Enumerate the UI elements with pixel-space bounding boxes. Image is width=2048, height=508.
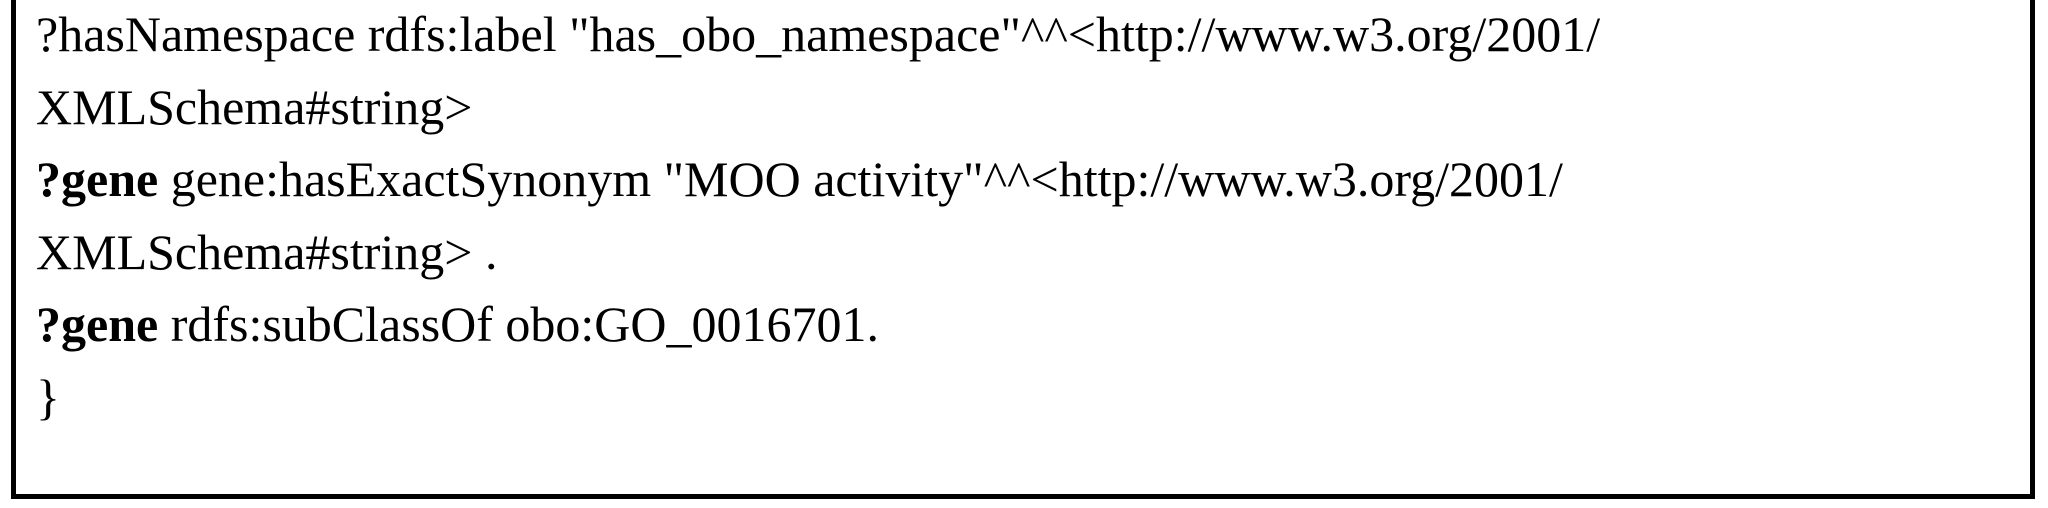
query-text: XMLSchema#string> .	[36, 223, 498, 280]
query-line: ?hasNamespace rdfs:label "has_obo_namesp…	[36, 0, 1600, 71]
query-line: }	[36, 361, 1600, 434]
query-text: XMLSchema#string>	[36, 78, 473, 135]
query-line: ?gene gene:hasExactSynonym "MOO activity…	[36, 143, 1600, 216]
query-text: ?hasNamespace rdfs:label "has_obo_namesp…	[36, 6, 1601, 62]
query-text: }	[36, 368, 60, 425]
query-text: rdfs:subClassOf obo:GO_0016701.	[158, 296, 880, 352]
query-variable: ?gene	[36, 296, 159, 352]
query-line: XMLSchema#string> .	[36, 216, 1600, 289]
query-line: XMLSchema#string>	[36, 71, 1600, 144]
sparql-query-box: ?hasNamespace rdfs:label "has_obo_namesp…	[11, 0, 2035, 499]
query-variable: ?gene	[36, 151, 159, 207]
query-line: ?gene rdfs:subClassOf obo:GO_0016701.	[36, 288, 1600, 361]
query-lines: ?hasNamespace rdfs:label "has_obo_namesp…	[36, 0, 1600, 433]
query-text: gene:hasExactSynonym "MOO activity"^^<ht…	[158, 151, 1563, 207]
